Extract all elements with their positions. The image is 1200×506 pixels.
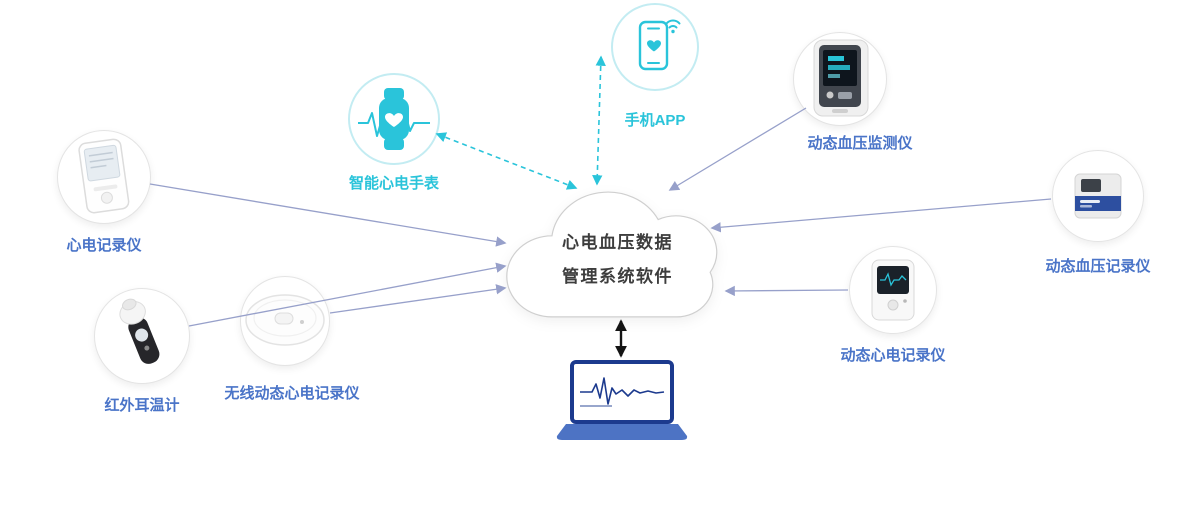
node-ecg-watch: 智能心电手表 — [314, 73, 474, 193]
patch-recorder-label: 无线动态心电记录仪 — [224, 385, 360, 402]
ear-thermometer-illustration — [119, 298, 160, 364]
node-ear-thermometer: 红外耳温计 — [62, 288, 222, 415]
patch-recorder-illustration — [245, 294, 325, 346]
cloud-software-node: 心电血压数据 管理系统软件 — [500, 175, 735, 325]
ear-thermometer-label: 红外耳温计 — [104, 397, 180, 414]
bp-recorder-illustration — [1074, 173, 1122, 219]
bp-recorder-photo — [1052, 150, 1144, 242]
ecg-smartwatch-icon — [348, 73, 440, 165]
phone-app-label: 手机APP — [624, 112, 686, 129]
ecg-recorder-illustration — [78, 138, 130, 214]
cloud-shape — [500, 175, 735, 325]
bp-monitor-illustration — [813, 39, 869, 117]
ecg-watch-label: 智能心电手表 — [348, 175, 439, 192]
bp-monitor-label: 动态血压监测仪 — [807, 135, 913, 152]
node-phone-app: 手机APP — [575, 3, 735, 130]
node-ecg-recorder: 心电记录仪 — [24, 130, 184, 255]
cloud-title-line2: 管理系统软件 — [562, 266, 673, 286]
patch-recorder-photo — [240, 276, 330, 366]
arrow-bp-recorder-to-cloud — [710, 198, 1052, 233]
node-bp-monitor: 动态血压监测仪 — [755, 32, 925, 153]
node-holter: 动态心电记录仪 — [813, 246, 973, 365]
ear-thermometer-photo — [94, 288, 190, 384]
node-patch-recorder: 无线动态心电记录仪 — [200, 276, 370, 403]
holter-label: 动态心电记录仪 — [840, 347, 946, 364]
holter-photo — [849, 246, 937, 334]
bp-recorder-label: 动态血压记录仪 — [1045, 258, 1151, 275]
bp-monitor-photo — [793, 32, 887, 126]
phone-app-icon — [611, 3, 699, 91]
node-laptop — [556, 360, 688, 449]
phone-app-illustration — [638, 19, 681, 71]
cloud-title-line1: 心电血压数据 — [562, 232, 673, 252]
node-bp-recorder: 动态血压记录仪 — [1018, 150, 1178, 276]
ecg-watch-illustration — [358, 88, 430, 150]
holter-illustration — [871, 259, 915, 321]
laptop-ecg-icon — [556, 360, 688, 440]
ecg-recorder-label: 心电记录仪 — [66, 237, 142, 254]
ecg-recorder-photo — [57, 130, 151, 224]
